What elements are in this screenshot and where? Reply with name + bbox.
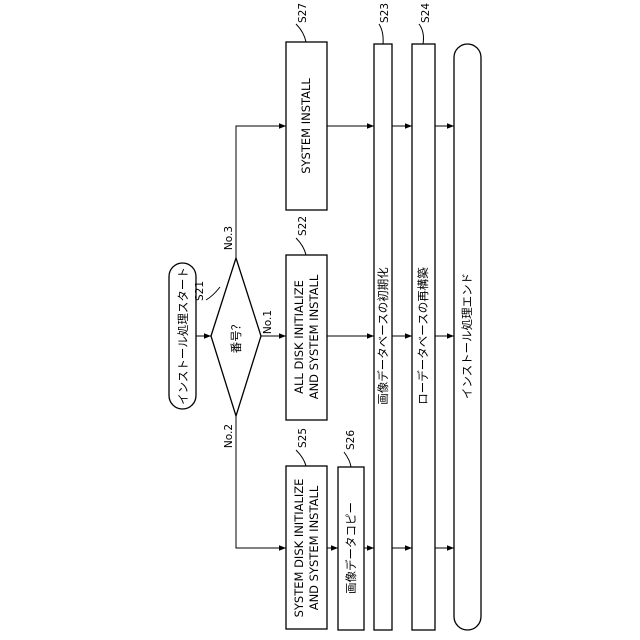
no3-branch-line xyxy=(236,126,286,258)
s26-leader xyxy=(344,452,351,467)
start-terminal-label: インストール処理スタート xyxy=(176,267,190,405)
decision-label: 番号？ xyxy=(229,319,243,354)
s25-label-line1: SYSTEM DISK INITIALIZE xyxy=(292,479,306,618)
s22-label-line2: AND SYSTEM INSTALL xyxy=(307,274,321,399)
s25-label-line2: AND SYSTEM INSTALL xyxy=(307,485,321,610)
s25-id: S25 xyxy=(297,428,309,448)
s26-label: 画像データコピー xyxy=(344,502,358,594)
s23-leader xyxy=(379,24,383,44)
s21-leader xyxy=(206,287,220,300)
s24-leader xyxy=(419,24,424,44)
s27-id: S27 xyxy=(297,3,309,23)
s24-label: ローデータベースの再構築 xyxy=(416,267,430,405)
s23-label: 画像データベースの初期化 xyxy=(376,267,390,405)
s22-label-line1: ALL DISK INITIALIZE xyxy=(292,280,306,394)
s25-leader xyxy=(296,450,306,466)
s27-label: SYSTEM INSTALL xyxy=(299,78,313,174)
s22-leader xyxy=(296,238,306,255)
s27-leader xyxy=(296,24,306,42)
shapes xyxy=(169,42,481,630)
branch-no3-label: No.3 xyxy=(223,226,235,250)
no2-branch-line xyxy=(236,416,286,548)
s24-id: S24 xyxy=(420,3,432,23)
s23-id: S23 xyxy=(379,3,391,23)
branch-no2-label: No.2 xyxy=(223,424,235,448)
s26-id: S26 xyxy=(345,430,357,450)
end-terminal-label: インストール処理エンド xyxy=(460,273,474,399)
branch-no1-label: No.1 xyxy=(262,310,274,334)
s21-id: S21 xyxy=(194,281,206,301)
s22-id: S22 xyxy=(297,216,309,236)
